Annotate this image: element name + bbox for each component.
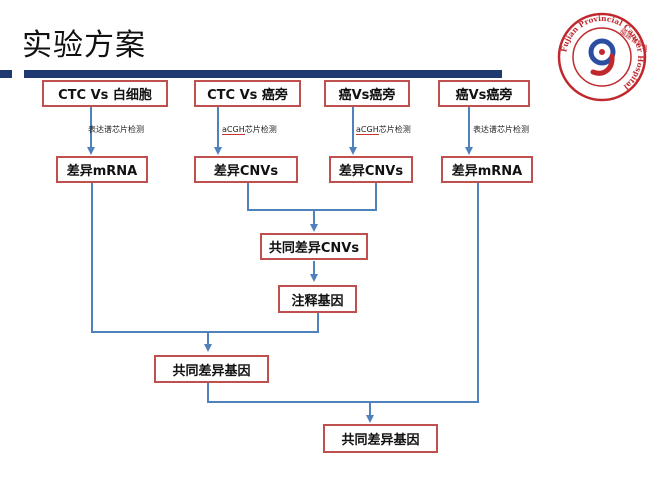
node-diff-cnvs-2: 差异CNVs — [329, 156, 413, 183]
merge-mrna-annotated — [91, 182, 319, 333]
node-diff-mrna-2: 差异mRNA — [441, 156, 533, 183]
node-ctc-vs-adjacent: CTC Vs 癌旁 — [194, 80, 301, 107]
edge-label-expr-chip-2: 表达谱芯片检测 — [473, 125, 529, 134]
node-annotated-genes: 注释基因 — [278, 285, 357, 313]
node-common-diff-cnvs: 共同差异CNVs — [260, 233, 368, 260]
node-diff-cnvs-1: 差异CNVs — [194, 156, 298, 183]
node-common-diff-genes-2: 共同差异基因 — [323, 424, 438, 453]
edge-label-acgh-2-suffix: 芯片检测 — [378, 125, 411, 134]
hospital-seal-logo: Fujian Provincial Cancer Hospital 福建省肿瘤医… — [557, 12, 660, 102]
node-ctc-vs-wbc: CTC Vs 白细胞 — [42, 80, 168, 107]
node-common-diff-genes-1: 共同差异基因 — [154, 355, 269, 383]
title-accent-bar — [24, 70, 502, 78]
edge-label-acgh-2-prefix: aCGH — [356, 125, 379, 135]
edge-label-acgh-1: aCGH芯片检测 — [222, 124, 277, 135]
merge-cnvs-bracket — [247, 182, 377, 211]
node-cancer-vs-adjacent-b: 癌Vs癌旁 — [438, 80, 530, 107]
node-diff-mrna-1: 差异mRNA — [56, 156, 148, 183]
edge-label-acgh-1-suffix: 芯片检测 — [244, 125, 277, 134]
title-accent-bar-left — [0, 70, 12, 78]
merge-genes-mrna2 — [207, 182, 479, 403]
seal-icon: Fujian Provincial Cancer Hospital 福建省肿瘤医… — [557, 12, 660, 102]
edge-label-acgh-1-prefix: aCGH — [222, 125, 245, 135]
edge-label-acgh-2: aCGH芯片检测 — [356, 124, 411, 135]
slide-title: 实验方案 — [22, 28, 146, 63]
edge-label-expr-chip-1: 表达谱芯片检测 — [88, 125, 144, 134]
node-cancer-vs-adjacent-a: 癌Vs癌旁 — [324, 80, 410, 107]
